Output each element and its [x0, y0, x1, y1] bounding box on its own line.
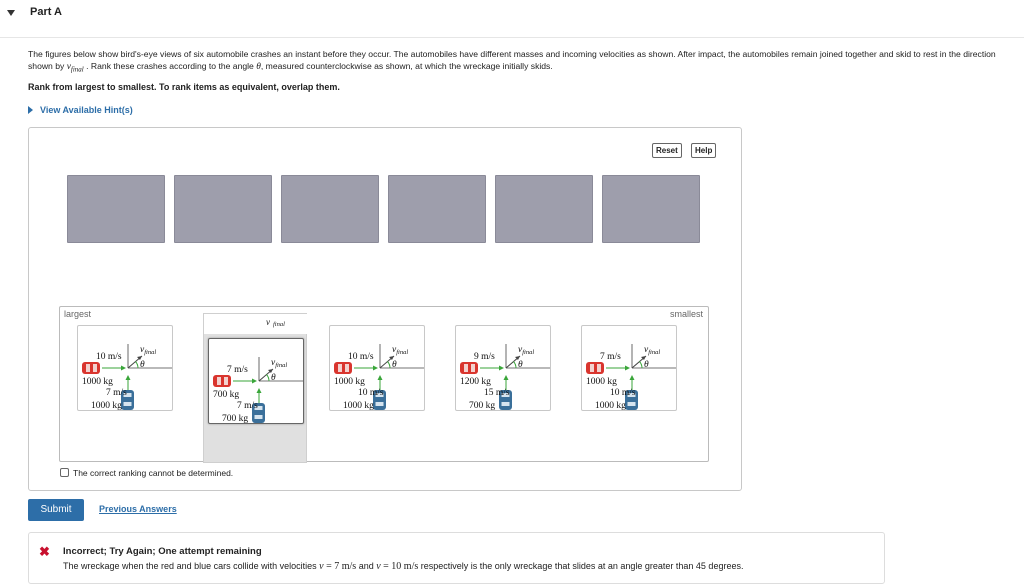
hidden-card-under-drag: v final: [204, 314, 308, 334]
ranking-workspace: Reset Help largest smallest v final 10 m…: [28, 127, 742, 491]
blue-speed-label: 10 m/s: [610, 388, 636, 398]
drop-slot-1[interactable]: [67, 175, 165, 243]
cannot-determine-checkbox[interactable]: [60, 468, 69, 477]
ranking-instruction: Rank from largest to smallest. To rank i…: [28, 82, 340, 92]
vfinal-label: vfinal: [271, 358, 287, 369]
theta-label: θ: [140, 360, 145, 370]
vfinal-label: vfinal: [518, 345, 534, 356]
blue-speed-label: 15 m/s: [484, 388, 510, 398]
drop-slot-6[interactable]: [602, 175, 700, 243]
blue-car-icon: [625, 390, 638, 410]
collapse-caret-icon[interactable]: [7, 10, 15, 16]
drop-slot-2[interactable]: [174, 175, 272, 243]
cannot-determine-option[interactable]: The correct ranking cannot be determined…: [60, 468, 233, 478]
blue-speed-label: 10 m/s: [358, 388, 384, 398]
theta-label: θ: [392, 360, 397, 370]
expand-triangle-icon: [28, 106, 33, 114]
blue-mass-label: 1000 kg: [343, 401, 374, 411]
vfinal-label: vfinal: [392, 345, 408, 356]
previous-answers-link[interactable]: Previous Answers: [99, 504, 177, 514]
blue-mass-label: 700 kg: [222, 414, 248, 424]
largest-label: largest: [64, 309, 92, 319]
red-speed-label: 7 m/s: [227, 365, 248, 375]
blue-mass-label: 1000 kg: [595, 401, 626, 411]
red-car-icon: [82, 362, 100, 374]
feedback-title: Incorrect; Try Again; One attempt remain…: [63, 546, 262, 557]
theta-label: θ: [271, 373, 276, 383]
red-car-icon: [213, 375, 231, 387]
drop-slot-5[interactable]: [495, 175, 593, 243]
theta-label: θ: [518, 360, 523, 370]
blue-car-icon: [252, 403, 265, 423]
drop-slot-4[interactable]: [388, 175, 486, 243]
reset-button[interactable]: Reset: [652, 143, 682, 158]
part-header[interactable]: Part A: [0, 0, 1024, 38]
smallest-label: smallest: [669, 309, 703, 319]
help-button[interactable]: Help: [691, 143, 717, 158]
red-mass-label: 1200 kg: [460, 377, 491, 387]
part-title: Part A: [30, 6, 62, 18]
blue-mass-label: 1000 kg: [91, 401, 122, 411]
red-speed-label: 10 m/s: [96, 352, 122, 362]
blue-car-icon: [121, 390, 134, 410]
red-mass-label: 1000 kg: [586, 377, 617, 387]
feedback-message: The wreckage when the red and blue cars …: [63, 561, 744, 572]
red-mass-label: 1000 kg: [334, 377, 365, 387]
vfinal-label: vfinal: [140, 345, 156, 356]
red-speed-label: 9 m/s: [474, 352, 495, 362]
theta-label: θ: [644, 360, 649, 370]
red-speed-label: 7 m/s: [600, 352, 621, 362]
red-car-icon: [460, 362, 478, 374]
red-car-icon: [334, 362, 352, 374]
red-mass-label: 700 kg: [213, 390, 239, 400]
red-speed-label: 10 m/s: [348, 352, 374, 362]
blue-mass-label: 700 kg: [469, 401, 495, 411]
red-mass-label: 1000 kg: [82, 377, 113, 387]
drop-slot-3[interactable]: [281, 175, 379, 243]
blue-car-icon: [499, 390, 512, 410]
view-hints-link[interactable]: View Available Hint(s): [28, 105, 133, 115]
incorrect-x-icon: ✖: [39, 544, 50, 559]
question-text: The figures below show bird's-eye views …: [28, 49, 996, 74]
feedback-panel: ✖ Incorrect; Try Again; One attempt rema…: [28, 532, 885, 584]
blue-speed-label: 7 m/s: [106, 388, 127, 398]
blue-car-icon: [373, 390, 386, 410]
red-car-icon: [586, 362, 604, 374]
vfinal-label: vfinal: [644, 345, 660, 356]
submit-button[interactable]: Submit: [28, 499, 84, 521]
blue-speed-label: 7 m/s: [237, 401, 258, 411]
